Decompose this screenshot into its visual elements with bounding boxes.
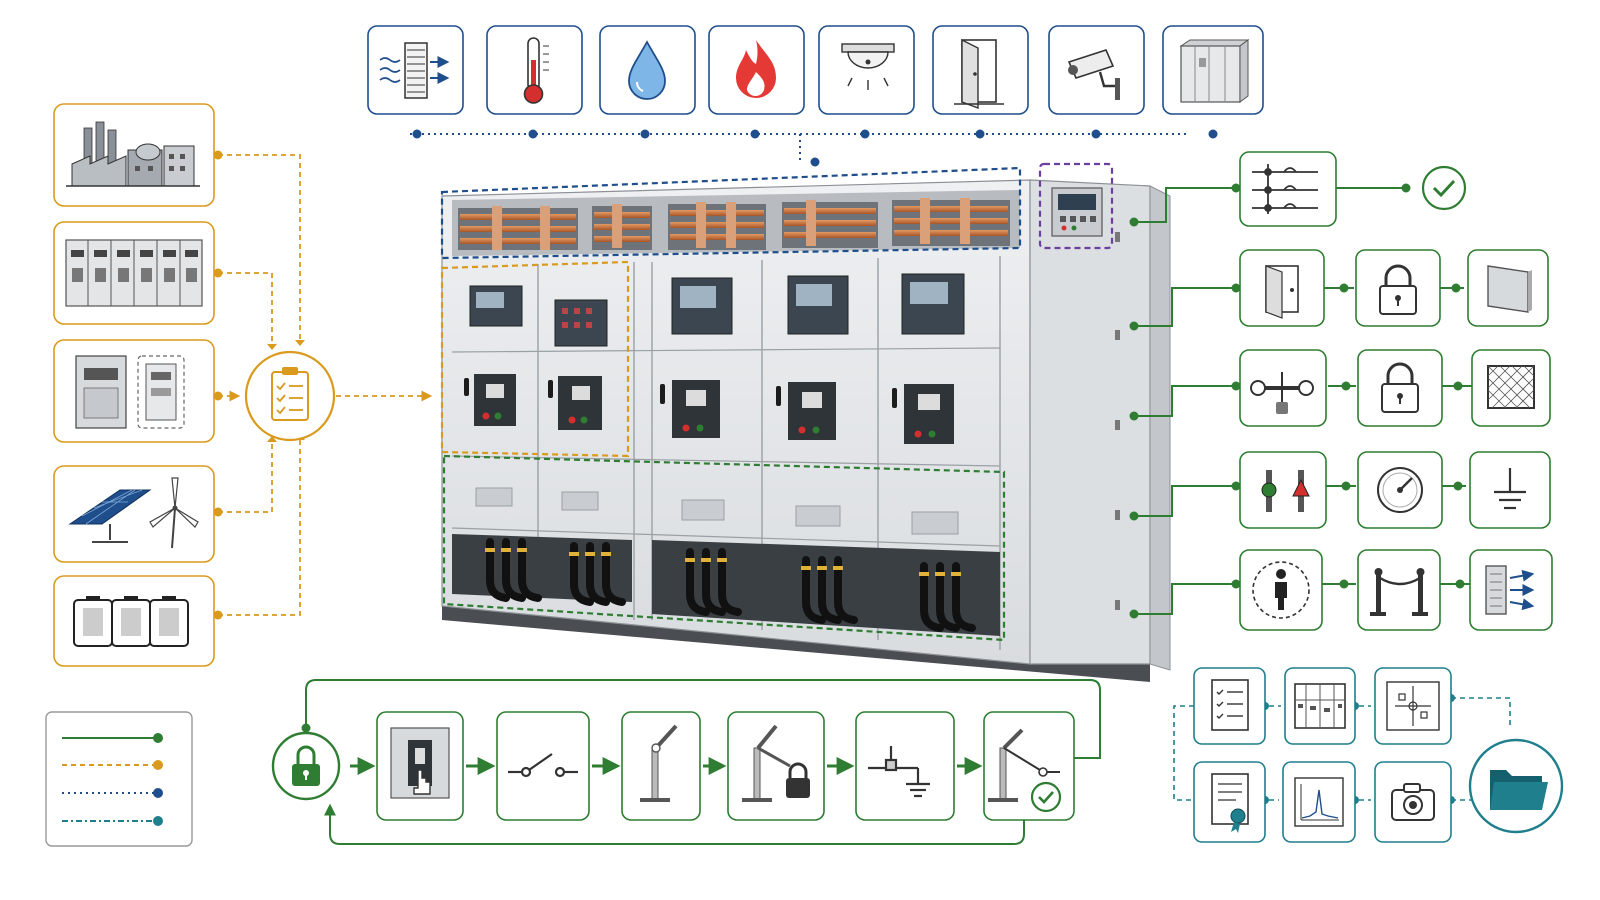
circuit-breakers [464, 374, 954, 444]
source-column [53, 103, 433, 667]
control-zone-highlight [1038, 162, 1114, 250]
checklist-icon [244, 350, 336, 442]
legend [45, 711, 193, 847]
certificate-icon [1211, 773, 1249, 833]
breaker-operate-icon [390, 727, 450, 799]
security-camera-icon [1067, 49, 1120, 100]
verified-isolation-icon [988, 728, 1062, 813]
smoke-detector-icon [841, 43, 895, 90]
single-line-diagram-icon [1252, 164, 1318, 214]
switchgear-assembly [440, 162, 1171, 682]
protection-relays [469, 273, 965, 347]
earthing-switch-icon [868, 746, 930, 798]
open-switch-icon [508, 753, 578, 778]
person-zone-icon [1252, 561, 1310, 619]
busbar-zone-highlight [440, 166, 1022, 260]
folder-icon [1468, 738, 1564, 834]
layout-drawing-icon [1294, 683, 1346, 729]
barrier-stanchion-icon [1370, 568, 1428, 616]
door-icon [954, 38, 1004, 110]
lockout-sequence [271, 679, 1101, 845]
water-drop-icon [628, 40, 666, 100]
camera-icon [1391, 783, 1435, 821]
industrial-plant-icon [66, 121, 200, 187]
status-check-icon [1421, 165, 1467, 211]
test-report-chart-icon [1294, 777, 1344, 827]
thermometer-icon [523, 37, 549, 104]
mechanical-interlock-icon [1250, 372, 1314, 414]
cable-zone-highlight [442, 454, 1006, 642]
padlock-icon [1381, 362, 1419, 413]
solar-wind-icon [68, 477, 199, 549]
padlock-icon [1379, 264, 1417, 315]
arc-flash-vent-icon [1485, 565, 1535, 615]
panel-door-icon [1265, 265, 1299, 319]
earth-ground-icon [1494, 468, 1526, 510]
battery-storage-icon [73, 596, 189, 647]
protection-zone-highlight [440, 260, 630, 458]
mesh-guard-icon [1487, 365, 1535, 409]
busbar-compartment [458, 198, 1010, 250]
enclosure-icon [1179, 39, 1250, 103]
indicator-lights-icon [1261, 470, 1310, 512]
cable-compartment [452, 534, 1000, 636]
transformer-icon [75, 355, 185, 429]
documentation-group [1173, 667, 1564, 843]
cover-plate-icon [1487, 265, 1532, 313]
environment-monitoring-row [367, 25, 1264, 167]
checklist-document-icon [1211, 679, 1249, 731]
switchgear-lineup-icon [65, 239, 203, 307]
gauge-icon [1377, 467, 1423, 513]
schematic-icon [1386, 681, 1440, 731]
disconnector-icon [640, 724, 678, 802]
lockout-icon [271, 731, 341, 801]
ventilation-icon [379, 42, 450, 99]
safety-column [1129, 151, 1553, 631]
fire-icon [736, 40, 776, 98]
locked-disconnector-icon [742, 724, 810, 802]
